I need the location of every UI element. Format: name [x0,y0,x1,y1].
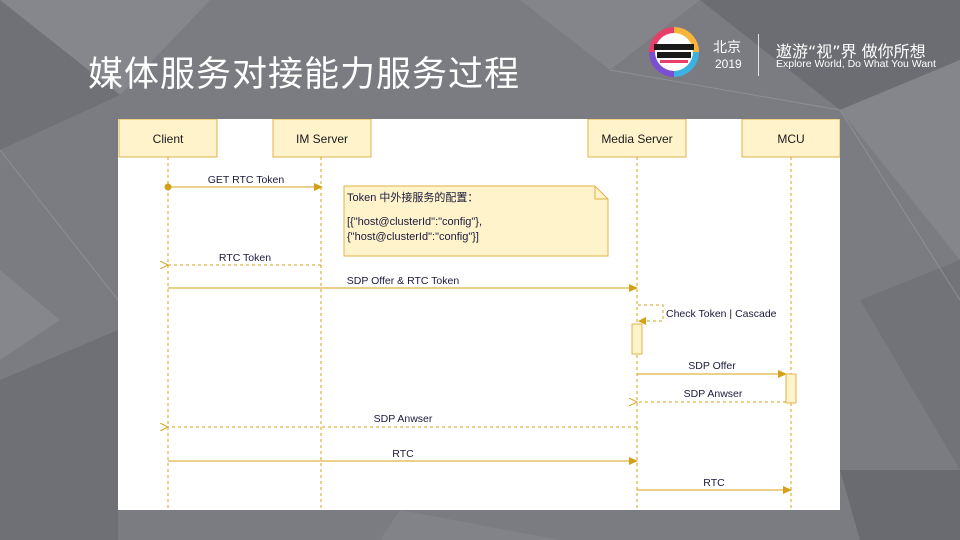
year-label: 2019 [715,57,742,71]
message-get-rtc-token: GET RTC Token [164,174,323,191]
slogan-chinese: 遨游“视”界 做你所想 [776,42,926,61]
livevideostack-logo [649,27,699,77]
slogan-english: Explore World, Do What You Want [776,58,936,70]
activation-mcu [785,373,797,404]
message-rtc-media-to-mcu: RTC [637,477,792,494]
participant-client: Client [118,119,218,158]
participant-media-server: Media Server [587,119,687,158]
slide-title: 媒体服务对接能力服务过程 [88,55,521,95]
message-check-token-cascade: Check Token | Cascade [638,304,777,325]
message-rtc-token-reply: RTC Token [168,252,321,265]
message-rtc-client-to-media: RTC [168,448,638,465]
participant-mcu: MCU [741,119,840,158]
participant-im-server: IM Server [272,119,372,158]
participant-im-server-label: IM Server [296,132,348,146]
config-note: Token 中外接服务的配置： [{"host@clusterId":"conf… [343,185,609,257]
participant-mcu-label: MCU [777,132,804,146]
note-line-1: Token 中外接服务的配置： [347,190,478,204]
message-sdp-anwser-to-client: SDP Anwser [168,413,637,427]
sequence-diagram: Client IM Server Media Server MCU Token … [118,119,840,510]
header-divider [758,34,759,76]
message-sdp-offer-rtc-token: SDP Offer & RTC Token [168,275,638,292]
message-label: RTC Token [219,252,271,264]
message-label: GET RTC Token [208,174,285,186]
message-sdp-anwser-from-mcu: SDP Anwser [637,388,786,402]
message-label: RTC [703,477,725,489]
participant-media-server-label: Media Server [601,132,672,146]
message-label: Check Token | Cascade [666,308,777,320]
message-label: SDP Anwser [684,388,743,400]
participant-client-label: Client [153,132,184,146]
message-sdp-offer-to-mcu: SDP Offer [637,360,787,378]
city-label: 北京 [713,40,741,56]
note-line-3: {"host@clusterId":"config"}] [347,231,479,243]
activation-media-server [631,323,643,355]
message-label: SDP Offer & RTC Token [347,275,460,287]
message-label: SDP Anwser [374,413,433,425]
message-label: SDP Offer [688,360,736,372]
message-label: RTC [392,448,414,460]
note-line-2: [{"host@clusterId":"config"}, [347,216,482,228]
